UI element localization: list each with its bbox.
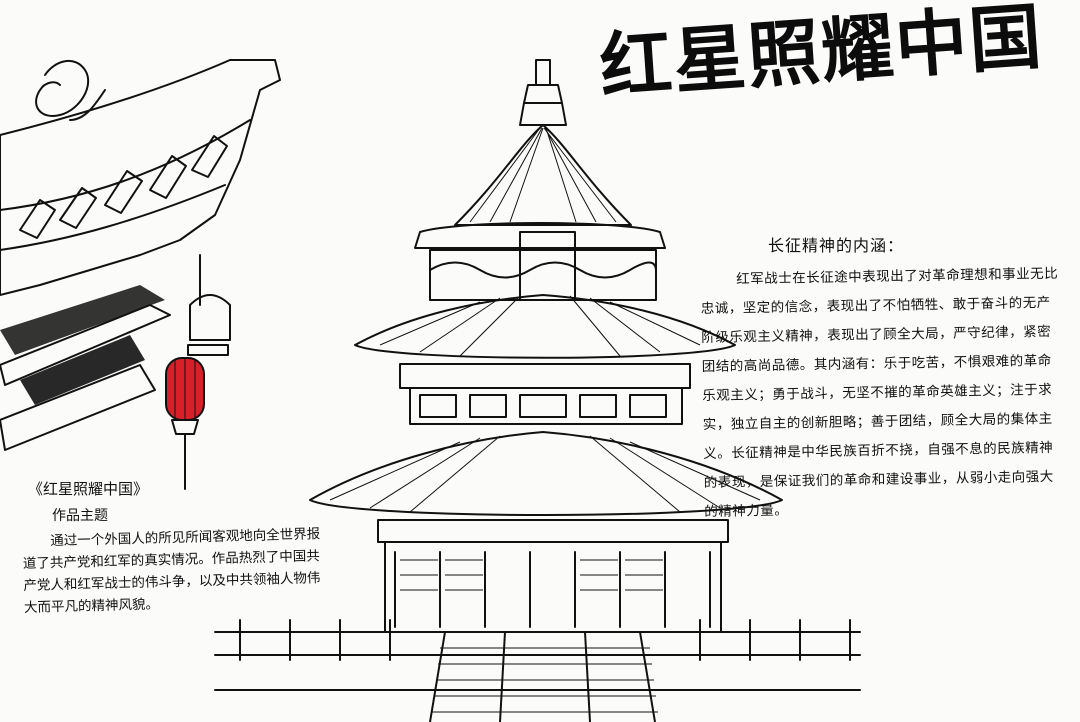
spirit-body: 红军战士在长征途中表现出了对革命理想和事业无比忠诚，坚定的信念，表现出了不怕牺牲… [700,265,1059,520]
work-theme-block: 《红星照耀中国》 作品主题 通过一个外国人的所见所闻客观地向全世界报道了共产党和… [22,478,322,619]
spirit-heading: 长征精神的内涵： [768,236,905,255]
long-march-spirit-block: 长征精神的内涵： 红军战士在长征途中表现出了对革命理想和事业无比忠诚，坚定的信念… [700,232,1060,527]
temple-of-heaven-icon [214,59,861,722]
work-theme-body: 通过一个外国人的所见所闻客观地向全世界报道了共产党和红军的真实情况。作品热烈了中… [22,526,321,616]
work-title: 《红星照耀中国》 [28,480,149,498]
eaves-with-red-lantern-icon [0,59,281,490]
work-theme-subtitle: 作品主题 [52,508,108,524]
